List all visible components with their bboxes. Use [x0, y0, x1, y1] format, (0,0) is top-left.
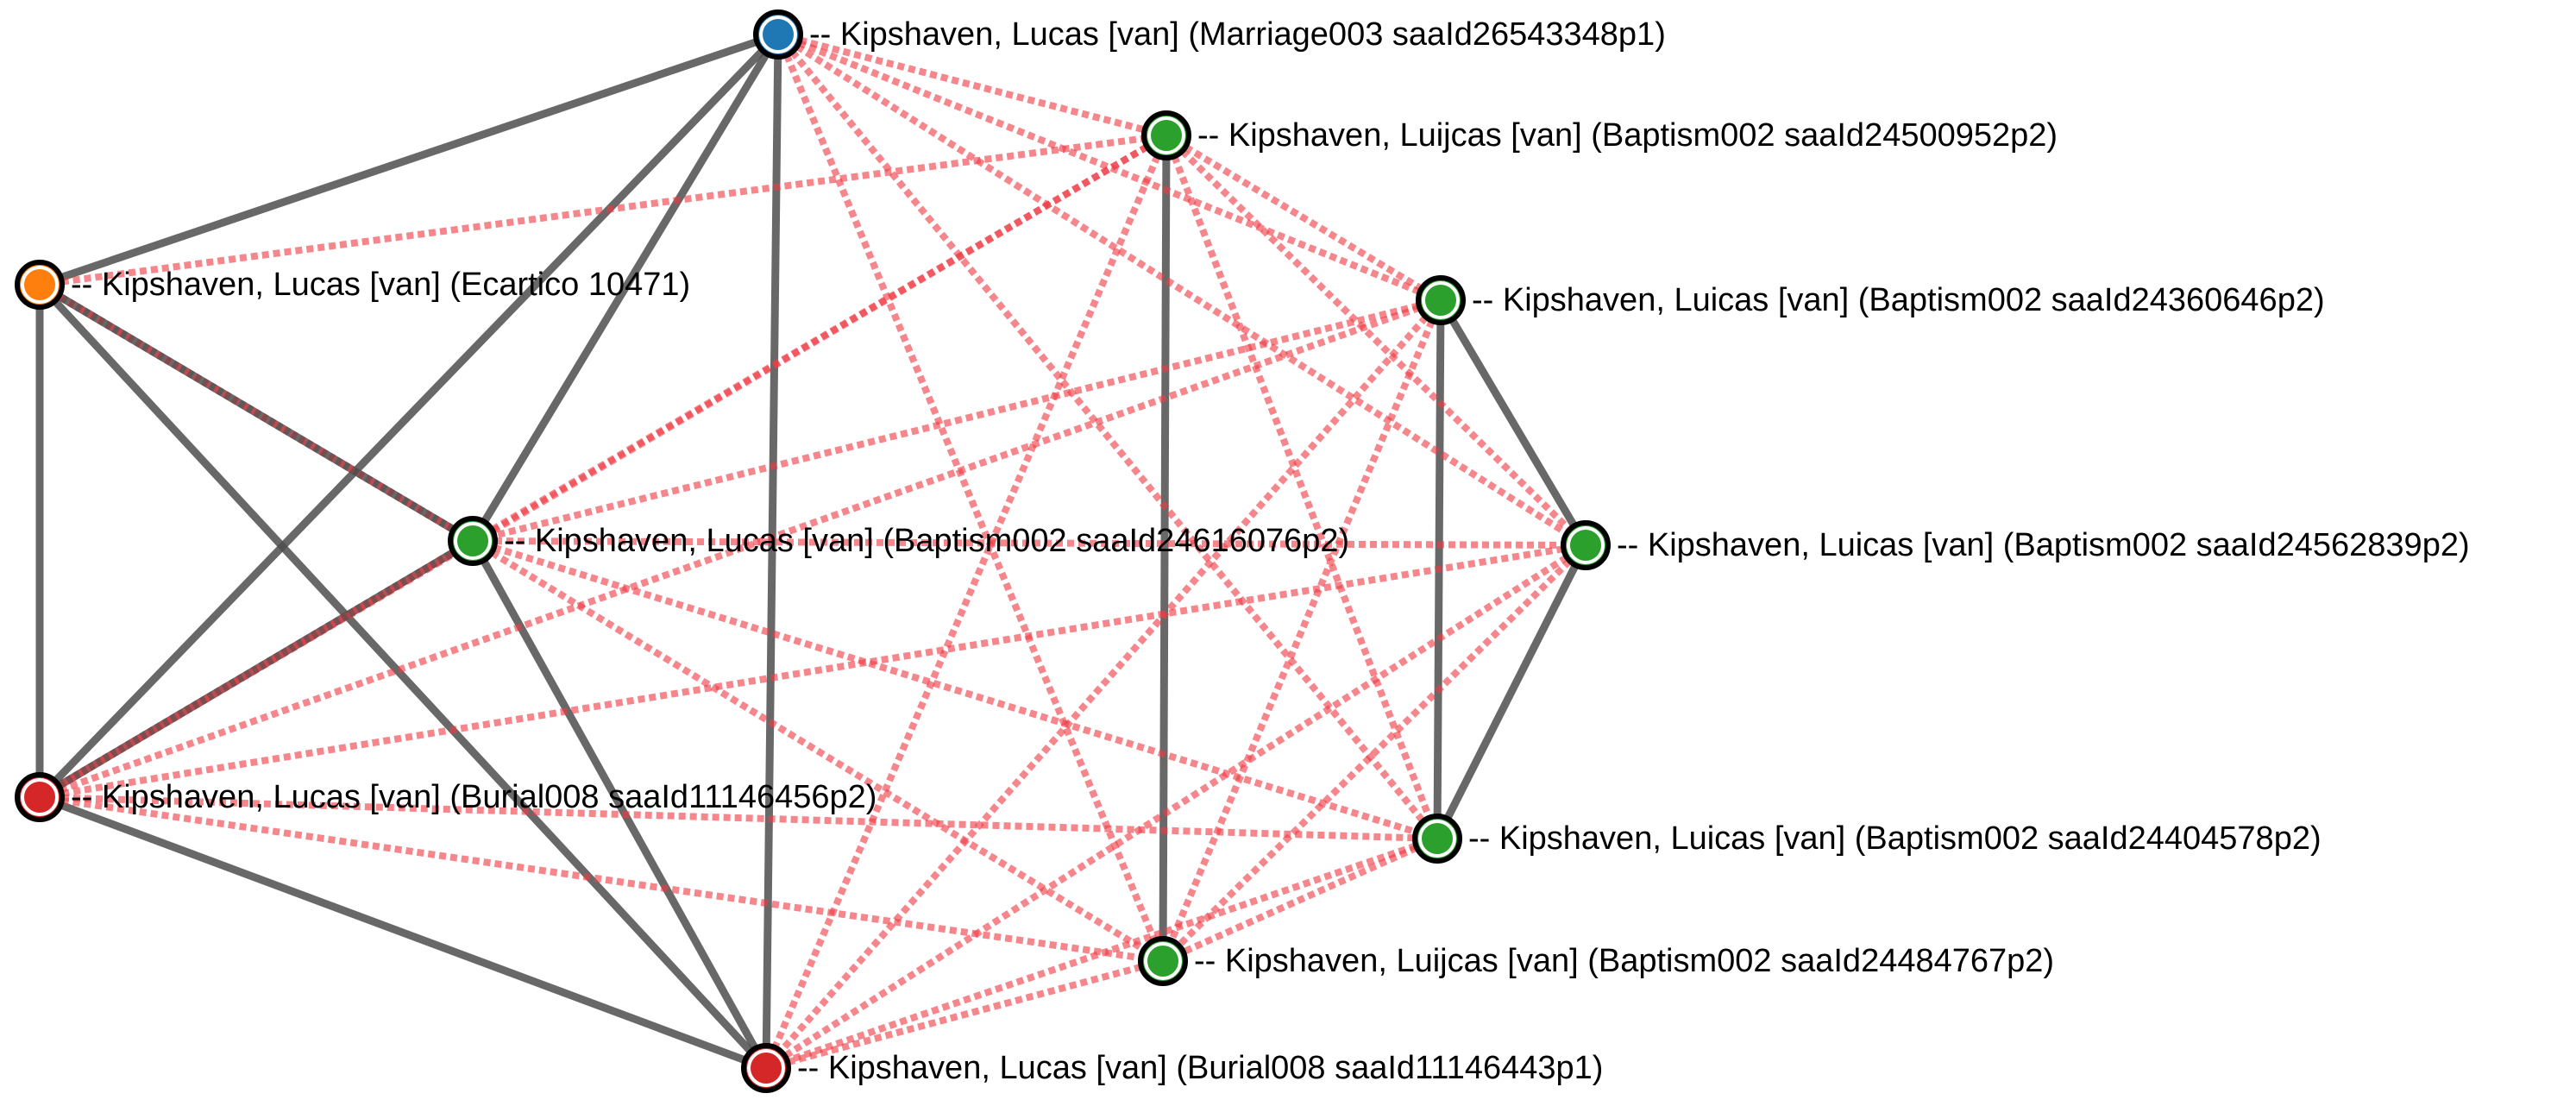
edge-dashed-n1-n9 [775, 33, 1166, 963]
node-label-n1: -- Kipshaven, Lucas [van] (Marriage003 s… [809, 16, 1666, 53]
edge-solid-n1-n10 [762, 34, 782, 1069]
edge-dashed-n4-n2 [39, 132, 1167, 288]
node-n6[interactable]: -- Kipshaven, Luicas [van] (Baptism002 s… [1561, 520, 2470, 570]
edge-dashed-n5-n6 [472, 537, 1586, 549]
edge-solid-n1-n7 [36, 31, 782, 801]
edge-overlay-n5-n7 [37, 537, 475, 801]
edge-solid-n1-n4 [38, 30, 780, 289]
node-ring [1567, 526, 1605, 564]
edge-solid-n6-n8 [1433, 543, 1590, 841]
node-ring [21, 266, 59, 304]
node-label-n2: -- Kipshaven, Luijcas [van] (Baptism002 … [1197, 117, 2058, 154]
edge-dashed-n5-n8 [471, 537, 1439, 842]
edge-dashed-n2-n8 [1163, 134, 1441, 840]
node-ring [759, 16, 797, 53]
edge-dashed-n6-n9 [1160, 543, 1588, 964]
node-n5[interactable]: -- Kipshaven, Lucas [van] (Baptism002 sa… [448, 516, 1349, 566]
edge-dashed-n8-n10 [764, 835, 1439, 1071]
node-n9[interactable]: -- Kipshaven, Luijcas [van] (Baptism002 … [1138, 936, 2054, 986]
node-n8[interactable]: -- Kipshaven, Luicas [van] (Baptism002 s… [1412, 814, 2322, 864]
node-label-n10: -- Kipshaven, Lucas [van] (Burial008 saa… [797, 1050, 1603, 1086]
edge-dashed-n8-n9 [1161, 835, 1439, 965]
edge-dashed-n3-n10 [763, 298, 1444, 1071]
node-label-n4: -- Kipshaven, Lucas [van] (Ecartico 1047… [71, 267, 690, 303]
node-ring [1147, 116, 1185, 154]
overlay-edges-layer [37, 281, 475, 801]
edge-dashed-n7-n8 [39, 794, 1438, 842]
node-label-n6: -- Kipshaven, Luicas [van] (Baptism002 s… [1617, 527, 2470, 563]
edge-dashed-n3-n9 [1159, 298, 1444, 963]
edge-dashed-n3-n5 [472, 297, 1442, 544]
node-label-n3: -- Kipshaven, Luicas [van] (Baptism002 s… [1472, 282, 2325, 318]
node-label-n8: -- Kipshaven, Luicas [van] (Baptism002 s… [1468, 820, 2322, 857]
node-ring [747, 1049, 785, 1087]
edge-dashed-n9-n10 [764, 958, 1165, 1071]
edge-dashed-n1-n8 [775, 32, 1441, 841]
edge-solid-n4-n10 [36, 281, 770, 1071]
edge-dashed-n6-n10 [763, 542, 1588, 1071]
edge-dashed-n2-n5 [470, 132, 1169, 544]
edge-dashed-n7-n9 [39, 794, 1164, 965]
edge-dashed-n1-n6 [776, 31, 1588, 549]
node-n2[interactable]: -- Kipshaven, Luijcas [van] (Baptism002 … [1141, 110, 2058, 160]
node-ring [1422, 281, 1460, 319]
node-ring [1418, 820, 1456, 858]
node-label-n7: -- Kipshaven, Lucas [van] (Burial008 saa… [71, 779, 876, 815]
edge-dashed-n3-n7 [38, 297, 1442, 801]
edge-dashed-n1-n3 [776, 31, 1442, 304]
edge-dashed-n2-n3 [1164, 132, 1443, 304]
edge-solid-n3-n6 [1437, 298, 1589, 548]
node-label-n5: -- Kipshaven, Lucas [van] (Baptism002 sa… [504, 523, 1349, 559]
nodes-layer: -- Kipshaven, Lucas [van] (Marriage003 s… [15, 9, 2470, 1093]
node-n4[interactable]: -- Kipshaven, Lucas [van] (Ecartico 1047… [15, 260, 690, 310]
node-ring [21, 778, 59, 816]
edge-solid-n2-n9 [1159, 135, 1171, 962]
node-ring [1144, 942, 1182, 980]
node-n3[interactable]: -- Kipshaven, Luicas [van] (Baptism002 s… [1416, 275, 2325, 325]
edge-dashed-n5-n9 [470, 537, 1165, 965]
edge-dashed-n6-n7 [39, 542, 1586, 801]
edge-solid-n1-n5 [469, 32, 782, 544]
edge-solid-n7-n10 [38, 793, 768, 1072]
edge-dashed-n2-n6 [1164, 133, 1588, 548]
node-ring [454, 522, 492, 560]
node-n10[interactable]: -- Kipshaven, Lucas [van] (Burial008 saa… [741, 1043, 1603, 1093]
node-label-n9: -- Kipshaven, Luijcas [van] (Baptism002 … [1194, 943, 2054, 979]
node-n1[interactable]: -- Kipshaven, Lucas [van] (Marriage003 s… [753, 9, 1666, 60]
edge-overlay-n4-n5 [37, 281, 475, 544]
node-n7[interactable]: -- Kipshaven, Lucas [van] (Burial008 saa… [15, 772, 876, 822]
